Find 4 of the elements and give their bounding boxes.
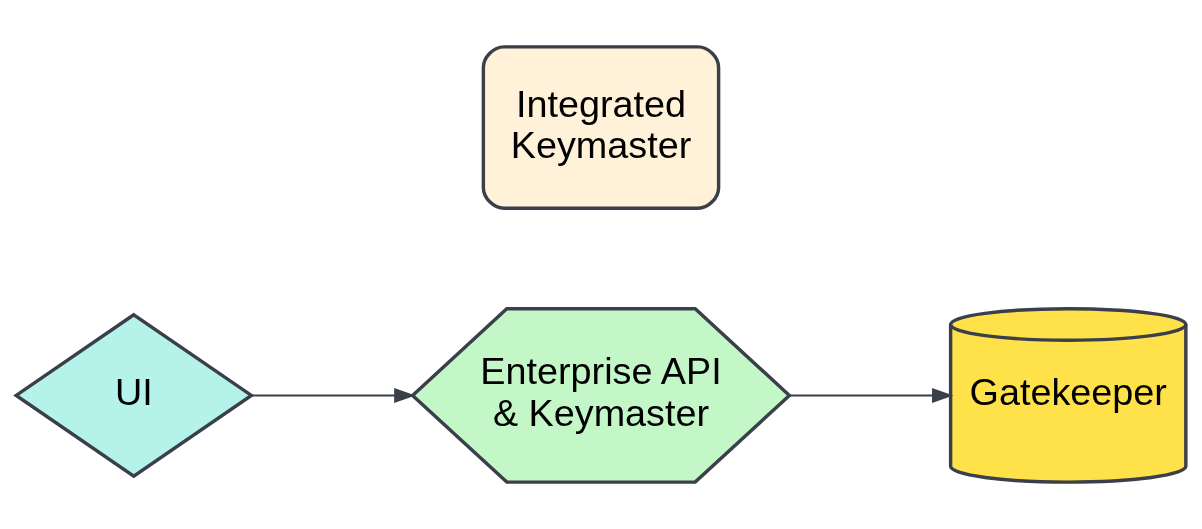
arrow (251, 387, 416, 403)
node-box: Integrated Keymaster (481, 45, 721, 210)
arrow (789, 387, 954, 403)
node-diamond: UI (13, 312, 255, 479)
